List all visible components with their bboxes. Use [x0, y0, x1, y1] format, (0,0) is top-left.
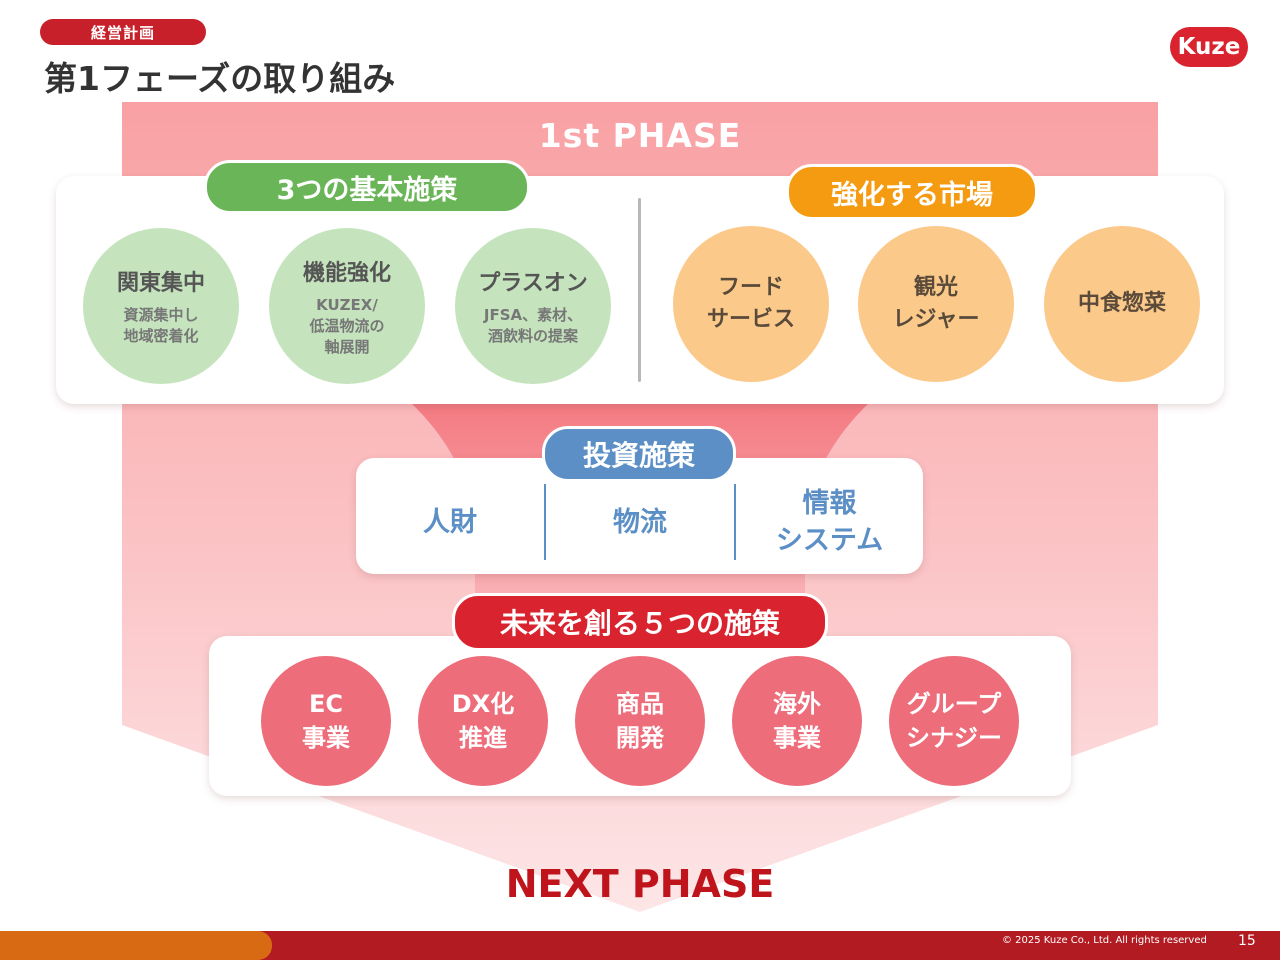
page-number: 15 — [1238, 933, 1256, 949]
investment-divider — [544, 484, 546, 560]
investment-item-people: 人財 — [423, 506, 477, 538]
policy-title: プラスオン — [478, 271, 588, 296]
future-heading: 未来を創る５つの施策 — [452, 593, 828, 651]
market-label: 中食惣菜 — [1077, 291, 1166, 316]
policy-circle-kanto: 関東集中 資源集中し 地域密着化 — [83, 228, 239, 384]
policy-circle-function: 機能強化 KUZEX/ 低温物流の 軸展開 — [269, 228, 425, 384]
market-label: フード サービス — [706, 275, 795, 332]
policy-title: 関東集中 — [116, 271, 205, 296]
phase-label-bottom: NEXT PHASE — [505, 862, 775, 906]
phase-label-top: 1st PHASE — [538, 116, 742, 155]
future-circle-dx: DX化 推進 — [418, 656, 548, 786]
future-label: 商品 開発 — [616, 690, 664, 752]
future-label: グループ シナジー — [906, 690, 1002, 752]
policy-description: JFSA、素材、 酒飲料の提案 — [483, 306, 583, 345]
policy-title: 機能強化 — [302, 260, 391, 286]
policy-description: KUZEX/ 低温物流の 軸展開 — [309, 295, 385, 356]
policy-circle-plus-on: プラスオン JFSA、素材、 酒飲料の提案 — [455, 228, 611, 384]
future-circle-ec: EC 事業 — [261, 656, 391, 786]
investment-item-systems: 情報 システム — [775, 488, 884, 556]
policy-description: 資源集中し 地域密着化 — [123, 306, 199, 345]
investment-item-logistics: 物流 — [613, 506, 667, 538]
investment-divider — [734, 484, 736, 560]
market-label: 観光 レジャー — [892, 275, 980, 332]
panel-divider — [638, 198, 641, 382]
footer-accent — [0, 931, 272, 960]
page-title: 第1フェーズの取り組み — [44, 59, 396, 98]
future-label: 海外 事業 — [773, 690, 821, 752]
kuze-logo: Kuze — [1170, 27, 1248, 67]
future-label: DX化 推進 — [451, 690, 515, 752]
future-label: EC 事業 — [302, 690, 350, 752]
basic-policies-heading: 3つの基本施策 — [204, 160, 530, 214]
future-circle-overseas: 海外 事業 — [732, 656, 862, 786]
investment-heading: 投資施策 — [542, 426, 736, 482]
market-circle-deli: 中食惣菜 — [1044, 226, 1200, 382]
category-badge: 経営計画 — [40, 19, 206, 45]
copyright-text: © 2025 Kuze Co., Ltd. All rights reserve… — [1002, 935, 1207, 946]
market-circle-tourism: 観光 レジャー — [858, 226, 1014, 382]
future-circle-product: 商品 開発 — [575, 656, 705, 786]
future-circle-synergy: グループ シナジー — [889, 656, 1019, 786]
market-circle-food-service: フード サービス — [673, 226, 829, 382]
markets-heading: 強化する市場 — [786, 164, 1038, 220]
